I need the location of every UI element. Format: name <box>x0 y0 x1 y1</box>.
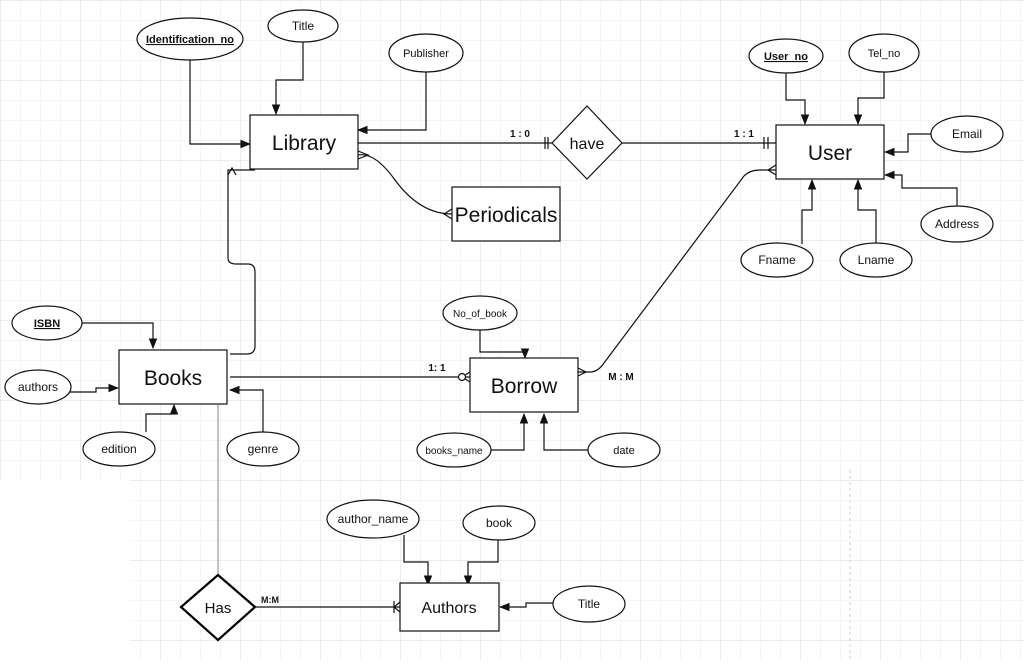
grid-background-lower <box>130 470 1024 660</box>
attribute-author-title[interactable]: Title <box>552 585 626 623</box>
entity-books[interactable]: Books <box>118 349 228 405</box>
connector-genre-books <box>228 385 264 432</box>
connector-telno-user <box>853 72 885 126</box>
attribute-author-name[interactable]: author_name <box>326 499 420 539</box>
crowfoot-authors <box>393 601 401 613</box>
attribute-library-title-label: Title <box>292 19 315 33</box>
attribute-user-no-label: User_no <box>764 51 808 63</box>
connector-edition-books <box>145 403 179 432</box>
relationship-has[interactable]: Has <box>179 573 257 642</box>
attribute-date-label: date <box>613 445 634 457</box>
connector-email-user <box>883 133 932 157</box>
relationship-has-label: Has <box>205 600 232 617</box>
connector-library-books <box>227 169 256 355</box>
attribute-edition[interactable]: edition <box>82 431 156 467</box>
cardinality-have-user: 1 : 1 <box>734 129 754 140</box>
attribute-publisher[interactable]: Publisher <box>388 33 464 73</box>
optional-circle-borrow <box>457 372 467 382</box>
attribute-genre-label: genre <box>248 442 279 456</box>
connector-authors-books <box>70 383 120 393</box>
entity-library[interactable]: Library <box>249 114 359 170</box>
attribute-no-of-book[interactable]: No_of_book <box>442 295 518 331</box>
cardinality-has-authors: M:M <box>261 595 279 605</box>
attribute-publisher-label: Publisher <box>403 48 449 60</box>
connector-authorname-authors <box>403 535 433 587</box>
attribute-identification-no-label: Identification_no <box>146 34 234 46</box>
attribute-edition-label: edition <box>101 442 136 456</box>
cardinality-library-have: 1 : 0 <box>510 129 530 140</box>
connector-isbn-books <box>82 322 158 350</box>
attribute-books-name-label: books_name <box>425 446 483 457</box>
connector-fname-user <box>801 178 817 244</box>
attribute-identification-no[interactable]: Identification_no <box>136 17 244 61</box>
attribute-lname-label: Lname <box>858 253 895 267</box>
crowfoot-periodicals <box>442 208 453 220</box>
attribute-tel-no[interactable]: Tel_no <box>848 33 920 73</box>
attribute-authors-label: authors <box>18 380 58 394</box>
attribute-date[interactable]: date <box>587 432 661 468</box>
entity-periodicals[interactable]: Periodicals <box>451 186 561 242</box>
entity-authors[interactable]: Authors <box>399 582 500 632</box>
crowfoot-user-borrow <box>766 164 777 176</box>
crowfoot-library-books <box>227 166 237 176</box>
crowfoot-borrow-user <box>577 367 588 377</box>
connector-lname-user <box>853 178 877 244</box>
attribute-isbn[interactable]: ISBN <box>11 305 83 341</box>
attribute-book[interactable]: book <box>462 505 536 541</box>
relationship-have-label: have <box>570 136 605 153</box>
relationship-have[interactable]: have <box>551 105 623 180</box>
attribute-authors[interactable]: authors <box>4 369 72 405</box>
attribute-author-title-label: Title <box>578 597 601 611</box>
attribute-email[interactable]: Email <box>930 115 1004 153</box>
attribute-book-label: book <box>486 516 513 530</box>
attribute-author-name-label: author_name <box>338 512 409 526</box>
attribute-lname[interactable]: Lname <box>839 242 913 278</box>
attribute-address[interactable]: Address <box>920 205 994 243</box>
cardinality-books-borrow: 1: 1 <box>428 363 446 374</box>
connector-booksname-borrow <box>490 412 529 451</box>
connector-identification-library <box>189 60 252 149</box>
entity-periodicals-label: Periodicals <box>455 204 558 227</box>
entity-borrow-label: Borrow <box>491 375 558 398</box>
connector-date-borrow <box>539 412 588 451</box>
connector-title-library <box>271 42 304 116</box>
connector-publisher-library <box>356 72 427 135</box>
attribute-no-of-book-label: No_of_book <box>453 309 508 320</box>
connector-address-user <box>883 170 958 206</box>
entity-borrow[interactable]: Borrow <box>469 357 579 413</box>
attribute-genre[interactable]: genre <box>226 431 300 467</box>
attribute-books-name[interactable]: books_name <box>416 432 492 468</box>
entity-user-label: User <box>808 142 852 165</box>
attribute-library-title[interactable]: Title <box>267 9 339 43</box>
attribute-user-no[interactable]: User_no <box>748 38 824 74</box>
attribute-tel-no-label: Tel_no <box>868 48 900 60</box>
attribute-fname-label: Fname <box>758 253 796 267</box>
attribute-address-label: Address <box>935 217 979 231</box>
entity-books-label: Books <box>144 367 202 390</box>
connector-borrow-user <box>578 169 776 373</box>
connector-userno-user <box>785 72 810 126</box>
cardinality-borrow-user: M : M <box>608 372 634 383</box>
attribute-email-label: Email <box>952 127 982 141</box>
attribute-isbn-label: ISBN <box>34 318 60 330</box>
connector-book-authors <box>463 540 499 587</box>
connector-noofbook-borrow <box>479 328 530 360</box>
entity-authors-label: Authors <box>421 600 476 617</box>
attribute-fname[interactable]: Fname <box>740 242 814 278</box>
crowfoot-library <box>357 150 370 160</box>
entity-library-label: Library <box>272 132 337 155</box>
connector-title-authors <box>498 602 554 612</box>
connector-library-periodicals <box>357 154 453 215</box>
entity-user[interactable]: User <box>775 124 885 180</box>
